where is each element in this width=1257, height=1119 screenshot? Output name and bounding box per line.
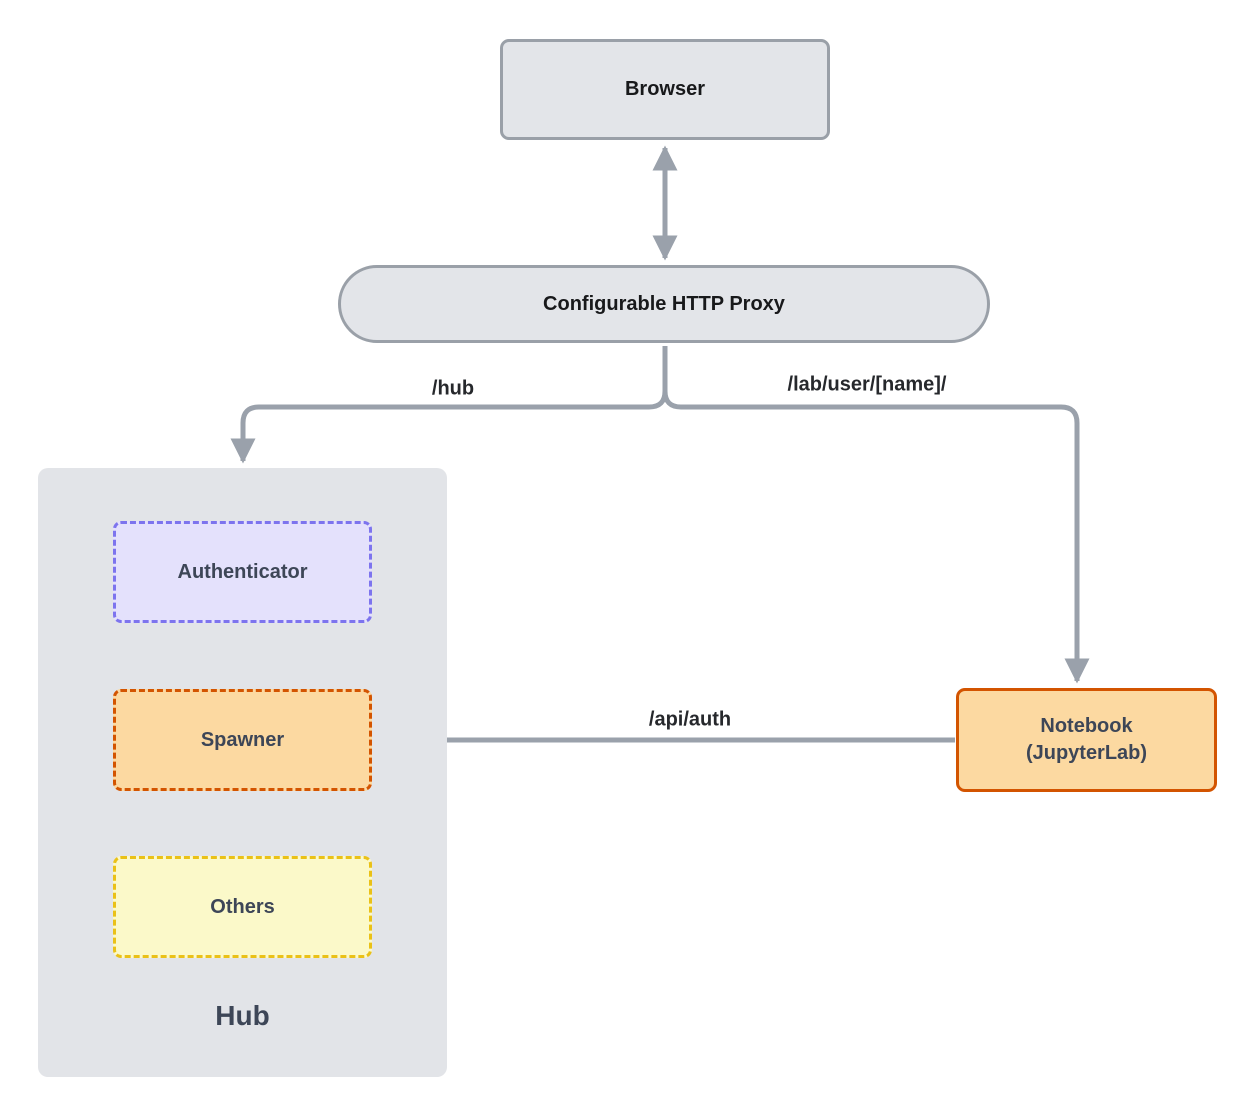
node-notebook-jupyterlab: Notebook (JupyterLab) bbox=[956, 688, 1217, 792]
authenticator-label: Authenticator bbox=[177, 560, 308, 583]
node-others: Others bbox=[113, 856, 372, 958]
proxy-label: Configurable HTTP Proxy bbox=[543, 292, 785, 315]
hub-container: Authenticator Spawner Others Hub bbox=[38, 468, 447, 1077]
notebook-label: Notebook (JupyterLab) bbox=[1025, 715, 1148, 764]
hub-title: Hub bbox=[215, 1000, 270, 1031]
browser-label: Browser bbox=[624, 78, 706, 100]
node-configurable-http-proxy: Configurable HTTP Proxy bbox=[338, 265, 990, 343]
node-spawner: Spawner bbox=[113, 689, 372, 791]
edge-proxy-hub bbox=[230, 346, 668, 464]
edge-label-lab-user-route: /lab/user/[name]/ bbox=[787, 373, 947, 396]
others-label: Others bbox=[210, 895, 275, 918]
node-browser: Browser bbox=[500, 39, 830, 140]
node-authenticator: Authenticator bbox=[113, 521, 372, 623]
edge-label-hub-route: /hub bbox=[431, 377, 475, 400]
edge-label-api-auth: /api/auth bbox=[648, 708, 732, 731]
spawner-label: Spawner bbox=[200, 728, 285, 751]
